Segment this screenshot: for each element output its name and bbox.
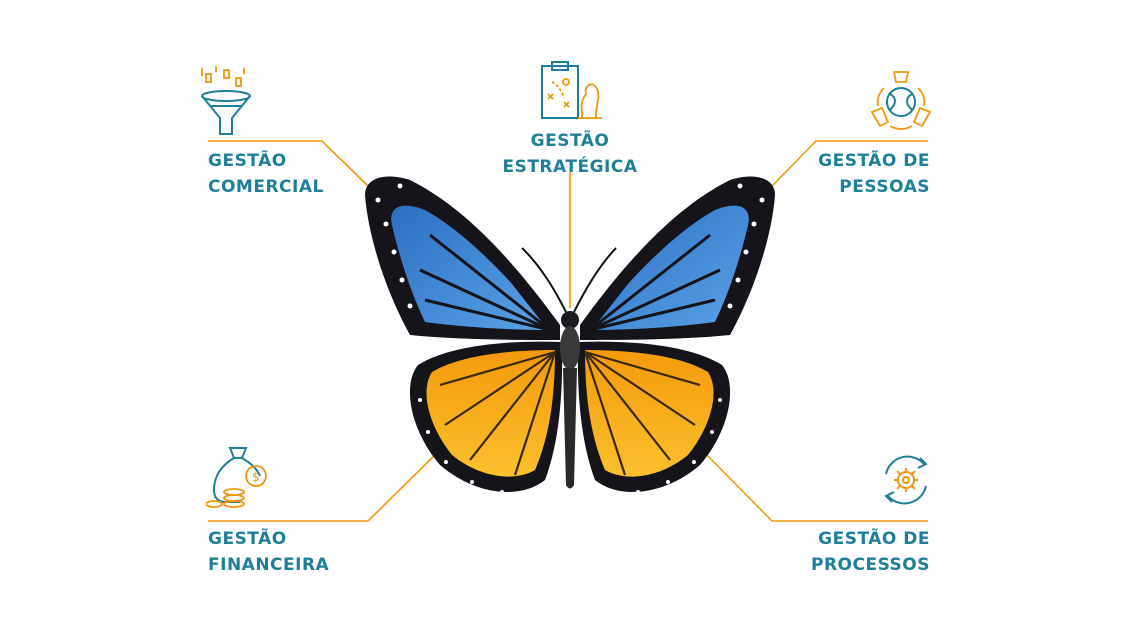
label-line-1: GESTÃO DE — [818, 529, 930, 549]
gear-cycle-icon — [884, 455, 928, 505]
upper-left-wing — [365, 176, 560, 340]
label-line-2: PROCESSOS — [810, 555, 930, 575]
label-gestao-comercial: GESTÃO COMERCIAL — [208, 148, 324, 200]
strategy-board-icon — [541, 61, 602, 119]
lower-right-wing — [577, 341, 731, 492]
label-line-1: GESTÃO DE — [818, 151, 930, 171]
money-bag-icon: $ — [206, 447, 267, 508]
connector-comercial — [208, 140, 369, 187]
svg-text:$: $ — [252, 470, 260, 484]
label-line-1: GESTÃO — [208, 151, 287, 171]
label-line-1: GESTÃO — [208, 529, 287, 549]
butterfly-head — [561, 311, 579, 329]
butterfly-thorax — [560, 326, 580, 370]
label-gestao-estrategica: GESTÃO ESTRATÉGICA — [470, 128, 670, 180]
connector-pessoas — [771, 140, 928, 187]
antenna-right — [573, 247, 617, 313]
label-line-2: PESSOAS — [839, 177, 930, 197]
lower-left-wing — [409, 341, 563, 492]
funnel-icon — [201, 66, 251, 135]
label-line-1: GESTÃO — [530, 131, 610, 151]
antenna-left — [521, 247, 567, 313]
label-line-2: COMERCIAL — [208, 177, 324, 197]
label-gestao-pessoas: GESTÃO DE PESSOAS — [770, 148, 930, 200]
upper-right-wing — [580, 176, 775, 340]
label-line-2: FINANCEIRA — [208, 555, 330, 575]
connector-financeira — [208, 451, 439, 522]
people-cycle-icon — [870, 71, 932, 130]
connector-processos — [703, 451, 928, 522]
label-gestao-processos: GESTÃO DE PROCESSOS — [760, 526, 930, 578]
label-gestao-financeira: GESTÃO FINANCEIRA — [208, 526, 329, 578]
wing-spots — [375, 183, 765, 494]
label-line-2: ESTRATÉGICA — [502, 157, 638, 177]
butterfly-abdomen — [563, 368, 577, 489]
